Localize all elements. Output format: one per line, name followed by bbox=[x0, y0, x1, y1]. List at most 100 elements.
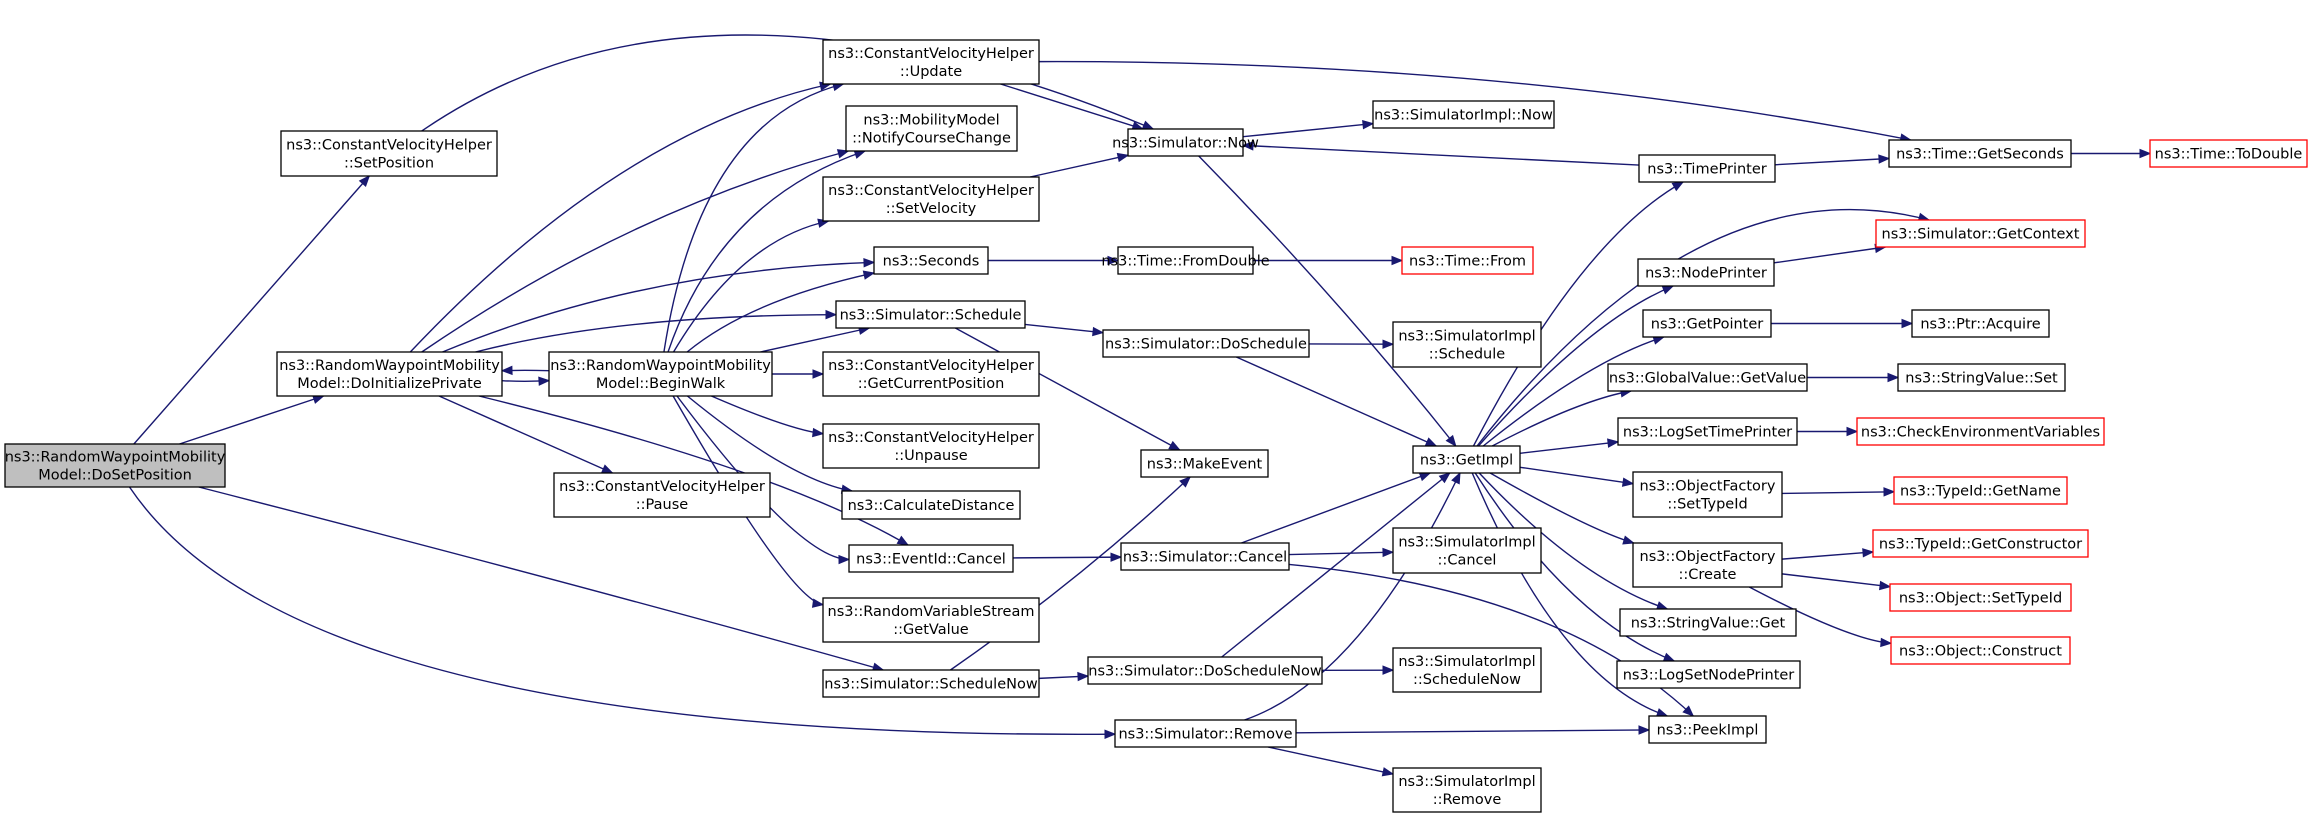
node-box bbox=[1392, 321, 1542, 368]
node-cvhPause[interactable]: ns3::ConstantVelocityHelper::Pause bbox=[553, 472, 771, 518]
node-scheduleNow[interactable]: ns3::Simulator::ScheduleNow bbox=[822, 669, 1040, 698]
node-logSetTime[interactable]: ns3::LogSetTimePrinter bbox=[1617, 417, 1798, 446]
arrowhead-fromDouble-to-timeFrom bbox=[1391, 255, 1404, 266]
node-implCancel[interactable]: ns3::SimulatorImpl::Cancel bbox=[1392, 527, 1542, 574]
arrowhead-doSetPosition-to-cvhSetPosition bbox=[358, 174, 371, 188]
node-makeEvent[interactable]: ns3::MakeEvent bbox=[1140, 449, 1269, 478]
node-calcDist[interactable]: ns3::CalculateDistance bbox=[841, 490, 1021, 520]
edge-doSetPosition-to-scheduleNow bbox=[198, 486, 884, 671]
node-simNow[interactable]: ns3::Simulator::Now bbox=[1112, 128, 1259, 157]
node-label: ::NotifyCourseChange bbox=[852, 131, 1011, 147]
node-ofCreate[interactable]: ns3::ObjectFactory::Create bbox=[1632, 542, 1783, 588]
arrowhead-getImpl-to-ofSetTypeId bbox=[1621, 477, 1635, 487]
node-implRemove[interactable]: ns3::SimulatorImpl::Remove bbox=[1392, 767, 1542, 813]
node-label: Model::DoSetPosition bbox=[38, 468, 192, 484]
node-label: ns3::RandomVariableStream bbox=[828, 604, 1035, 620]
node-fromDouble[interactable]: ns3::Time::FromDouble bbox=[1101, 246, 1270, 275]
edge-getImpl-to-logSetTime bbox=[1519, 441, 1619, 454]
node-doSchedule[interactable]: ns3::Simulator::DoSchedule bbox=[1102, 329, 1310, 358]
edge-getImpl-to-peekImpl bbox=[1471, 472, 1668, 717]
node-label: ns3::GlobalValue::GetValue bbox=[1609, 371, 1806, 387]
node-box bbox=[1632, 471, 1783, 518]
arrowhead-doInitPrivate-to-evCancel bbox=[896, 535, 910, 546]
node-cvhUpdate[interactable]: ns3::ConstantVelocityHelper::Update bbox=[822, 39, 1040, 85]
node-box bbox=[1127, 128, 1244, 157]
arrowhead-doScheduleNow-to-implScheduleNow bbox=[1382, 665, 1395, 675]
node-logSetNode[interactable]: ns3::LogSetNodePrinter bbox=[1616, 660, 1801, 689]
edge-beginWalk-to-seconds bbox=[686, 272, 875, 353]
arrowhead-simCancel-to-getImpl bbox=[1418, 472, 1432, 482]
node-doScheduleNow[interactable]: ns3::Simulator::DoScheduleNow bbox=[1087, 656, 1323, 685]
node-box bbox=[1087, 656, 1323, 685]
node-label: ns3::Simulator::GetContext bbox=[1882, 227, 2080, 243]
edge-beginWalk-to-calcDist bbox=[686, 395, 853, 492]
node-timeFrom[interactable]: ns3::Time::From bbox=[1401, 246, 1534, 275]
edge-cvhUpdate-to-getSeconds bbox=[1038, 60, 1911, 141]
node-box bbox=[1102, 329, 1310, 358]
node-box bbox=[1114, 719, 1297, 748]
node-getImpl[interactable]: ns3::GetImpl bbox=[1412, 445, 1521, 474]
edge-doSchedule-to-getImpl bbox=[1236, 356, 1437, 447]
node-implNow[interactable]: ns3::SimulatorImpl::Now bbox=[1372, 100, 1555, 129]
node-unpause[interactable]: ns3::ConstantVelocityHelper::Unpause bbox=[822, 423, 1040, 469]
node-doInitPrivate[interactable]: ns3::RandomWaypointMobilityModel::DoInit… bbox=[276, 351, 503, 397]
edge-doScheduleNow-to-getImpl bbox=[1221, 472, 1451, 658]
node-checkEnv[interactable]: ns3::CheckEnvironmentVariables bbox=[1856, 417, 2105, 446]
node-label: ::ScheduleNow bbox=[1413, 672, 1521, 688]
node-peekImpl[interactable]: ns3::PeekImpl bbox=[1648, 715, 1767, 744]
node-implSchedule[interactable]: ns3::SimulatorImpl::Schedule bbox=[1392, 321, 1542, 368]
node-box bbox=[1889, 583, 2072, 612]
node-cvhSetVelocity[interactable]: ns3::ConstantVelocityHelper::SetVelocity bbox=[822, 176, 1040, 222]
node-getContext[interactable]: ns3::Simulator::GetContext bbox=[1875, 219, 2086, 248]
node-label: Model::DoInitializePrivate bbox=[297, 376, 482, 392]
node-ptrAcquire[interactable]: ns3::Ptr::Acquire bbox=[1911, 309, 2050, 338]
node-cvhSetPosition[interactable]: ns3::ConstantVelocityHelper::SetPosition bbox=[280, 130, 498, 177]
node-getCurPos[interactable]: ns3::ConstantVelocityHelper::GetCurrentP… bbox=[822, 351, 1040, 397]
node-box bbox=[1120, 542, 1290, 571]
node-label: ::Cancel bbox=[1438, 553, 1497, 569]
node-box bbox=[1619, 608, 1797, 637]
node-gvGetValue[interactable]: ns3::GlobalValue::GetValue bbox=[1607, 363, 1808, 392]
node-nodePrinter[interactable]: ns3::NodePrinter bbox=[1637, 258, 1775, 287]
node-getSeconds[interactable]: ns3::Time::GetSeconds bbox=[1888, 139, 2072, 168]
arrowhead-doInitPrivate-to-seconds bbox=[863, 257, 876, 268]
node-simRemove[interactable]: ns3::Simulator::Remove bbox=[1114, 719, 1297, 748]
node-doSetPosition[interactable]: ns3::RandomWaypointMobilityModel::DoSetP… bbox=[4, 443, 226, 488]
arrowhead-scheduleNow-to-doScheduleNow bbox=[1077, 671, 1090, 682]
node-schedule[interactable]: ns3::Simulator::Schedule bbox=[835, 300, 1026, 329]
node-label: ns3::Simulator::Schedule bbox=[840, 308, 1022, 324]
node-toDouble[interactable]: ns3::Time::ToDouble bbox=[2149, 139, 2308, 168]
edge-doInitPrivate-to-seconds bbox=[442, 261, 875, 353]
node-evCancel[interactable]: ns3::EventId::Cancel bbox=[848, 544, 1014, 573]
node-svGet[interactable]: ns3::StringValue::Get bbox=[1619, 608, 1797, 637]
node-label: ns3::CalculateDistance bbox=[848, 498, 1015, 514]
node-objConstruct[interactable]: ns3::Object::Construct bbox=[1890, 636, 2071, 665]
edge-getImpl-to-timePrinter bbox=[1472, 181, 1684, 447]
node-timePrinter[interactable]: ns3::TimePrinter bbox=[1638, 154, 1776, 183]
node-seconds[interactable]: ns3::Seconds bbox=[873, 246, 989, 275]
arrowhead-doInitPrivate-to-notifyCourse bbox=[836, 149, 850, 159]
edge-beginWalk-to-evCancel bbox=[676, 395, 850, 561]
node-typeGetCtor[interactable]: ns3::TypeId::GetConstructor bbox=[1872, 529, 2089, 558]
arrowhead-schedule-to-doSchedule bbox=[1092, 326, 1105, 337]
node-rvsGetValue[interactable]: ns3::RandomVariableStream::GetValue bbox=[822, 597, 1040, 643]
node-svSet[interactable]: ns3::StringValue::Set bbox=[1897, 363, 2066, 392]
node-simCancel[interactable]: ns3::Simulator::Cancel bbox=[1120, 542, 1290, 571]
node-box bbox=[1140, 449, 1269, 478]
node-box bbox=[822, 176, 1040, 222]
arrowhead-getImpl-to-ofCreate bbox=[1622, 535, 1635, 545]
node-label: ns3::ConstantVelocityHelper bbox=[286, 138, 492, 154]
edge-evCancel-to-simCancel bbox=[1012, 556, 1122, 559]
node-notifyCourse[interactable]: ns3::MobilityModel::NotifyCourseChange bbox=[845, 105, 1018, 152]
node-objSetTypeId[interactable]: ns3::Object::SetTypeId bbox=[1889, 583, 2072, 612]
arrowhead-getImpl-to-nodePrinter bbox=[1661, 285, 1675, 295]
arrowhead-doScheduleNow-to-getImpl bbox=[1438, 472, 1451, 484]
arrowhead-ofCreate-to-objConstruct bbox=[1880, 637, 1893, 648]
node-box bbox=[873, 246, 989, 275]
node-box bbox=[848, 544, 1014, 573]
node-beginWalk[interactable]: ns3::RandomWaypointMobilityModel::BeginW… bbox=[548, 351, 773, 397]
node-typeGetName[interactable]: ns3::TypeId::GetName bbox=[1893, 476, 2068, 505]
node-implScheduleNow[interactable]: ns3::SimulatorImpl::ScheduleNow bbox=[1392, 647, 1542, 693]
node-getPointer[interactable]: ns3::GetPointer bbox=[1642, 309, 1772, 338]
node-ofSetTypeId[interactable]: ns3::ObjectFactory::SetTypeId bbox=[1632, 471, 1783, 518]
